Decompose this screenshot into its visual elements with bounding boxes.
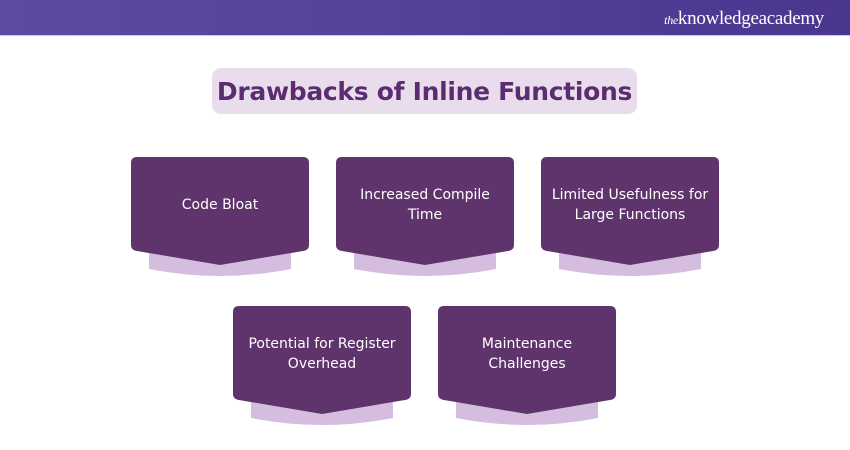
drawback-card: Code Bloat [131, 157, 309, 279]
card-shape [438, 306, 616, 425]
drawback-card: Potential for Register Overhead [233, 306, 411, 428]
header-bar: theknowledgeacademy [0, 0, 850, 36]
card-label: Increased Compile Time [360, 186, 490, 223]
card-shape [336, 157, 514, 276]
page-title: Drawbacks of Inline Functions [212, 68, 637, 114]
drawback-card: Increased Compile Time [336, 157, 514, 279]
card-label: Maintenance Challenges [481, 335, 573, 372]
drawback-card: Limited Usefulness for Large Functions [541, 157, 719, 279]
card-shape [541, 157, 719, 276]
card-label: Code Bloat [181, 196, 259, 213]
card-shape [233, 306, 411, 425]
drawback-card: Maintenance Challenges [438, 306, 616, 428]
card-label: Potential for Register Overhead [248, 335, 396, 372]
brand-logo: theknowledgeacademy [664, 8, 824, 29]
card-label: Limited Usefulness for Large Functions [551, 186, 709, 223]
card-shape [131, 157, 309, 276]
